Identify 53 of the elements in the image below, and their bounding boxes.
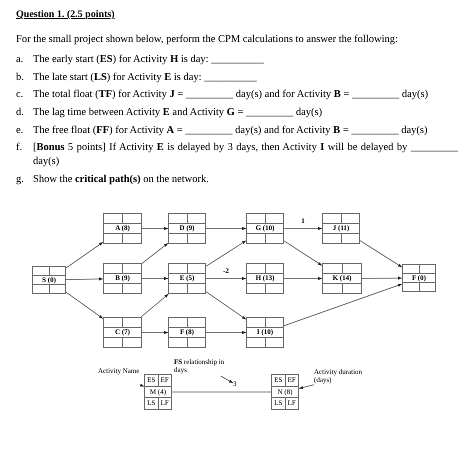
arrow — [206, 276, 246, 280]
arrow — [284, 240, 322, 266]
arrow — [66, 277, 104, 281]
leader-line — [298, 384, 314, 390]
question-title: Question 1. (2.5 points) — [16, 9, 115, 22]
question-text: The total float (TF) for Activity J = _________ day(s) and for Activity B = _________ day(s) — [33, 88, 428, 102]
arrow — [206, 226, 246, 230]
activity-box — [144, 374, 172, 410]
question-text: [Bonus 5 points] If Activity E is delayed by 3 days, then Activity I will be delayed by _________ day(s) — [33, 141, 458, 169]
activity-box — [103, 213, 142, 244]
activity-box — [402, 264, 436, 292]
arrow — [284, 226, 322, 230]
activity-box — [103, 317, 142, 348]
question-text: Show the critical path(s) on the network. — [33, 172, 209, 186]
arrow — [206, 240, 246, 267]
question-text: The free float (FF) for Activity A = _________ day(s) and for Activity B = _________ day(s) — [33, 124, 428, 138]
item-letter: e. — [16, 124, 24, 138]
arrow — [206, 291, 246, 320]
activity-box — [322, 213, 360, 244]
leader-line — [220, 376, 234, 384]
arrow — [142, 330, 168, 334]
activity-box — [168, 263, 206, 294]
activity-box — [271, 374, 299, 410]
activity-box — [32, 266, 66, 294]
activity-box — [168, 317, 206, 348]
activity-box — [103, 263, 142, 294]
arrow — [206, 330, 246, 334]
item-letter: f. — [16, 141, 24, 156]
activity-box — [322, 263, 362, 294]
activity-box — [168, 213, 206, 244]
arrow — [142, 226, 168, 230]
arrow — [284, 284, 402, 326]
question-text: The lag time between Activity E and Activity G = _________ day(s) — [33, 106, 322, 120]
arrow — [360, 240, 402, 268]
activity-box — [246, 213, 284, 244]
arrow — [284, 276, 322, 280]
arrow — [66, 292, 104, 319]
item-letter: a. — [16, 53, 24, 67]
arrow — [66, 242, 104, 268]
arrow — [362, 276, 402, 280]
arrow — [140, 294, 169, 318]
item-letter: g. — [16, 172, 25, 186]
item-letter: b. — [16, 70, 25, 84]
item-letter: d. — [16, 106, 25, 120]
leader-line — [140, 384, 144, 387]
item-letter: c. — [16, 88, 24, 102]
activity-box — [246, 317, 284, 348]
activity-box — [246, 263, 284, 294]
instruction-text: For the small project shown below, perform the CPM calculations to answer the following: — [16, 33, 399, 46]
arrow — [142, 276, 168, 280]
arrow — [142, 242, 168, 264]
question-text: The early start (ES) for Activity H is day: __________ — [33, 53, 264, 67]
question-text: The late start (LS) for Activity E is day: __________ — [33, 70, 257, 84]
